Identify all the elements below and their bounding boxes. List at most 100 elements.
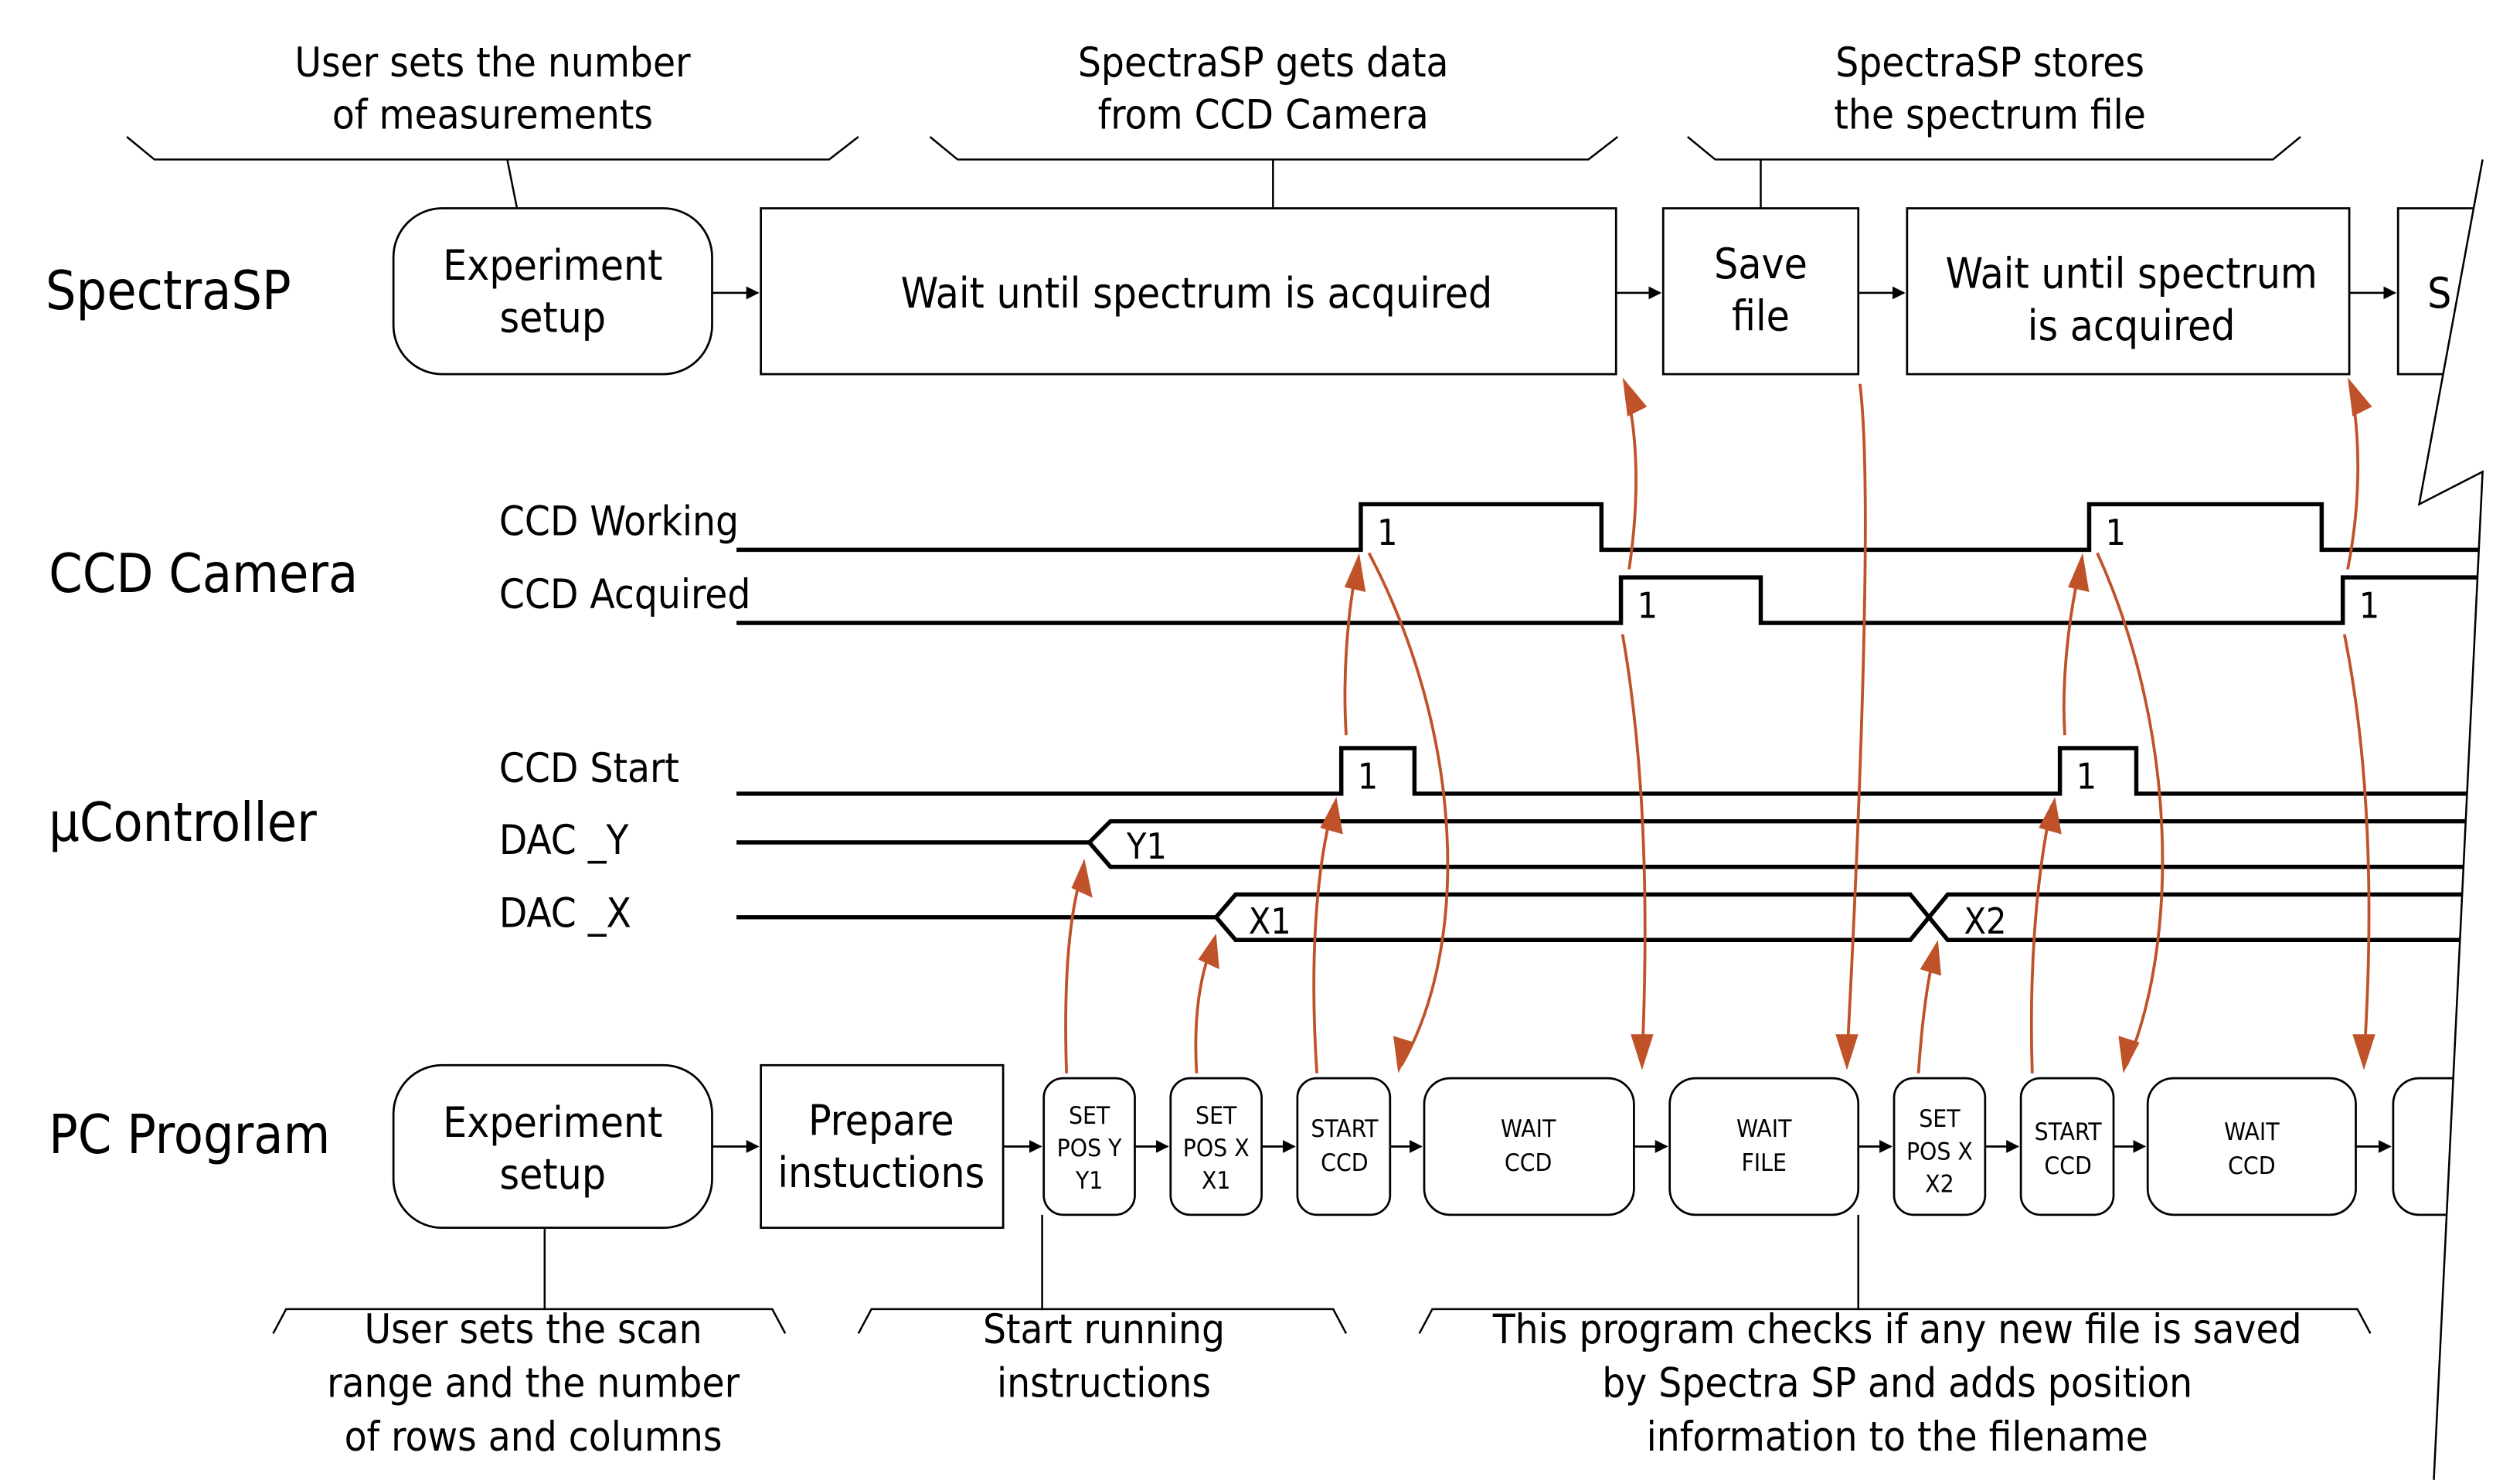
signal-value-high: 1 [2076,756,2097,798]
signal-label-dac-y: DAC _Y [499,817,630,864]
spectrasp-step-save-file [1661,207,1860,376]
top-annotation-measurements: User sets the number of measurements [126,39,859,209]
step-label: POS X [1906,1138,1973,1165]
annotation-bracket [272,1227,787,1335]
ucontroller-signals: CCD Start 1 1 DAC _Y Y1 DAC _X X1 X2 [499,745,2483,943]
arrowhead [2347,377,2372,417]
step-label: setup [499,1149,606,1199]
bottom-annotation-file-check: This program checks if any new file is s… [1418,1214,2372,1461]
pc-step-wait-ccd [1423,1077,1635,1216]
arrowhead [1835,1034,1859,1070]
top-annotation-gets-data: SpectraSP gets data from CCD Camera [929,39,1619,209]
step-label: START [2035,1118,2103,1146]
waveform-ccd-working [736,502,2483,553]
step-label: X2 [1925,1170,1954,1198]
annotation-line: by Spectra SP and adds position [1602,1359,2192,1407]
annotation-line: SpectraSP gets data [1078,39,1449,87]
arrowhead [1622,377,1648,417]
causal-arrow [1620,634,1647,1061]
spectrasp-step-wait-acquire-2 [1906,207,2351,376]
step-label: POS X [1183,1135,1250,1162]
annotation-line: of measurements [332,91,653,138]
causal-arrow [1312,805,1335,1073]
causal-arrow [1845,383,1867,1061]
step-label: SET [1919,1105,1961,1133]
signal-value-high: 1 [1637,585,1658,627]
arrowhead [2352,1034,2375,1070]
annotation-line: SpectraSP stores [1835,39,2144,87]
causal-arrow [2096,552,2165,1067]
annotation-line: information to the filename [1647,1414,2148,1461]
arrowhead [1198,933,1219,970]
top-annotation-stores-file: SpectraSP stores the spectrum file [1687,39,2301,209]
arrowhead [2118,1036,2140,1073]
step-label: X1 [1202,1167,1231,1195]
waveform-ccd-start [736,746,2483,796]
step-label: Experiment [443,240,662,290]
annotation-line: range and the number [327,1359,740,1407]
waveform-dac-x [736,892,2483,943]
annotation-line: of rows and columns [345,1414,723,1461]
step-label: Experiment [443,1097,662,1147]
annotation-bracket [1418,1214,2372,1335]
bottom-annotation-start-running: Start running instructions [857,1214,1348,1407]
waveform-dac-y [736,818,2483,869]
ccd-camera-signals: CCD Working 1 1 CCD Acquired 1 1 [499,498,2483,627]
causal-arrows [1064,377,2375,1073]
annotation-bracket [1687,135,2301,209]
signal-value-high: 1 [1377,512,1397,553]
annotation-line: the spectrum file [1834,91,2146,138]
arrowhead [2039,797,2062,835]
signal-label-dac-x: DAC _X [499,890,631,937]
annotation-line: Start running [983,1306,1225,1353]
step-label: setup [499,292,606,342]
annotation-line: User sets the scan [365,1306,702,1353]
arrowhead [1320,797,1343,835]
bottom-annotation-scan-range: User sets the scan range and the number … [272,1227,787,1461]
step-label: Prepare [808,1096,954,1145]
annotation-line: instructions [997,1359,1211,1407]
signal-value-high: 1 [1358,756,1378,798]
causal-arrow [1367,552,1450,1067]
causal-arrow [1064,869,1084,1073]
signal-label-ccd-start: CCD Start [499,745,679,792]
spectrasp-step-experiment-setup [392,207,713,376]
causal-arrow [2342,634,2371,1061]
step-label: POS Y [1057,1135,1122,1162]
lane-label-ccd-camera: CCD Camera [49,543,358,605]
arrowhead [1920,940,1942,976]
arrowheads [1071,377,2375,1073]
pc-step-start-ccd [1296,1077,1392,1216]
step-label: Save [1714,239,1808,288]
pc-program-flow: Experiment setup Prepare instuctions SET… [392,1063,2483,1230]
step-label: file [1732,291,1790,340]
step-label: is acquired [2028,301,2236,350]
step-label: CCD [1321,1149,1369,1177]
annotation-line: from CCD Camera [1098,91,1429,138]
waveform-ccd-acquired [736,575,2483,625]
lane-label-spectrasp: SpectraSP [46,260,291,322]
step-label: CCD [2228,1152,2276,1180]
step-label: WAIT [1736,1115,1792,1143]
step-label: CCD [2044,1152,2092,1180]
step-label: WAIT [2224,1118,2280,1146]
spectrasp-flow: Experiment setup Wait until spectrum is … [392,207,2483,376]
annotation-line: User sets the number [294,39,691,87]
signal-value-x2: X2 [1964,900,2006,942]
step-label: FILE [1741,1149,1786,1177]
arrowhead [1344,553,1366,593]
pc-step-wait-ccd-2 [2146,1077,2357,1216]
pc-step-start-ccd-2 [2019,1077,2115,1216]
lane-label-ucontroller: µController [49,792,317,854]
step-label: SET [1195,1102,1237,1130]
continuation-break-line [2417,159,2484,1480]
causal-arrow [2029,805,2053,1073]
pc-step-next [2392,1077,2483,1216]
lane-label-pc-program: PC Program [49,1104,330,1166]
step-label: START [1311,1115,1379,1143]
arrowhead [1631,1034,1654,1070]
step-label: SET [1069,1102,1110,1130]
step-label: S [2427,268,2451,318]
pc-step-wait-file [1668,1077,1860,1216]
